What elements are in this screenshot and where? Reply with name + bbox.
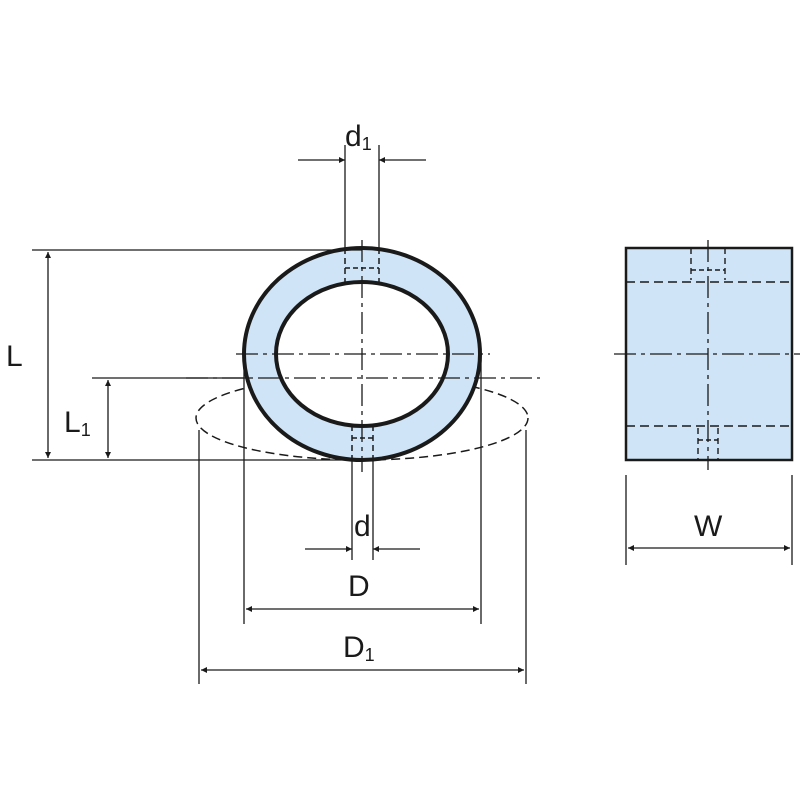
dimension-lines [32, 145, 527, 684]
label-L: L [6, 340, 23, 373]
side-view [614, 240, 800, 470]
w-dimension [625, 475, 793, 565]
label-L1: L1 [64, 406, 91, 440]
label-D: D [348, 570, 370, 603]
front-view [186, 240, 540, 472]
label-W: W [694, 510, 723, 543]
label-d: d [354, 510, 371, 543]
label-d1: d1 [345, 120, 372, 154]
label-D1: D1 [343, 631, 375, 665]
